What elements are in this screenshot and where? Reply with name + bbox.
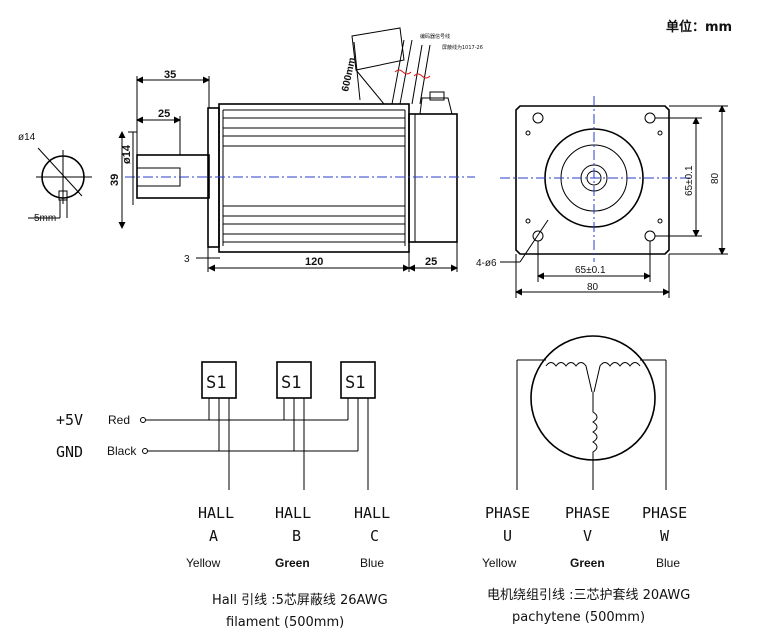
hall-wiring-diagram: S1 S1 S1 +5V GND Red Black HALL A Yellow [56, 361, 390, 630]
phase-note-line1: 电机绕组引线 :三芯护套线 20AWG [487, 587, 690, 603]
hall-a-color: Yellow [186, 556, 221, 570]
phase-w-word: PHASE [642, 504, 687, 522]
hall-a-letter: A [209, 527, 218, 545]
phase-v-word: PHASE [565, 504, 610, 522]
phase-note-line2: pachytene (500mm) [512, 610, 645, 625]
shaft-key-detail: ø14 5mm [18, 132, 92, 224]
hall-b-word: HALL [275, 504, 311, 522]
dim-3: 3 [184, 254, 190, 265]
dim-hole-spacing-h: 65±0.1 [575, 265, 606, 276]
cable-note-2: 屏蔽线为1017-26 [442, 44, 483, 51]
motor-front-view: 4-ø6 65±0.1 80 65±0.1 80 [476, 96, 728, 298]
hall-a-word: HALL [198, 504, 234, 522]
gnd-label: GND [56, 443, 83, 461]
dim-25-rear: 25 [425, 256, 437, 268]
phase-u-color: Yellow [482, 556, 517, 570]
unit-label: 单位：mm [666, 19, 732, 35]
key-width-label: 5mm [34, 213, 56, 224]
vcc-label: +5V [56, 411, 83, 429]
phase-w-letter: W [660, 527, 670, 545]
dim-flange-height: 80 [710, 172, 721, 184]
dim-hole-spacing-v: 65±0.1 [684, 165, 695, 196]
hall-note-line2: filament (500mm) [226, 615, 344, 630]
dim-120: 120 [305, 256, 323, 268]
dim-cable-600: 600mm [340, 57, 358, 93]
hall-sensor-a: S1 [201, 361, 237, 399]
motor-side-view: 35 25 ø14 39 3 120 25 600mm 编码器信号线 屏蔽线为1… [109, 27, 483, 272]
phase-u-letter: U [503, 527, 512, 545]
phase-w-color: Blue [656, 556, 680, 570]
dim-25-shaft: 25 [158, 108, 170, 120]
hall-sensor-b: S1 [276, 361, 312, 399]
black-wire-label: Black [107, 444, 137, 458]
svg-text:S1: S1 [281, 373, 301, 393]
phase-v-letter: V [583, 527, 592, 545]
dim-35: 35 [164, 69, 176, 81]
dim-shaft-dia: ø14 [121, 144, 133, 164]
key-dia-label: ø14 [18, 132, 36, 143]
dim-flange-width: 80 [587, 282, 599, 293]
dim-39: 39 [109, 174, 121, 186]
phase-winding-diagram: PHASE U Yellow PHASE V Green PHASE W Blu… [482, 335, 690, 625]
hall-note-line1: Hall 引线 :5芯屏蔽线 26AWG [212, 593, 388, 608]
hall-b-letter: B [292, 527, 301, 545]
cable-note-1: 编码器信号线 [420, 33, 450, 40]
hall-b-color: Green [275, 556, 310, 570]
hall-sensor-c: S1 [340, 361, 376, 399]
hall-c-word: HALL [354, 504, 390, 522]
phase-u-word: PHASE [485, 504, 530, 522]
svg-text:S1: S1 [345, 373, 365, 393]
dim-holes: 4-ø6 [476, 258, 497, 269]
hall-c-color: Blue [360, 556, 384, 570]
red-wire-label: Red [108, 413, 130, 427]
svg-text:S1: S1 [206, 373, 226, 393]
hall-c-letter: C [370, 527, 379, 545]
phase-v-color: Green [570, 556, 605, 570]
